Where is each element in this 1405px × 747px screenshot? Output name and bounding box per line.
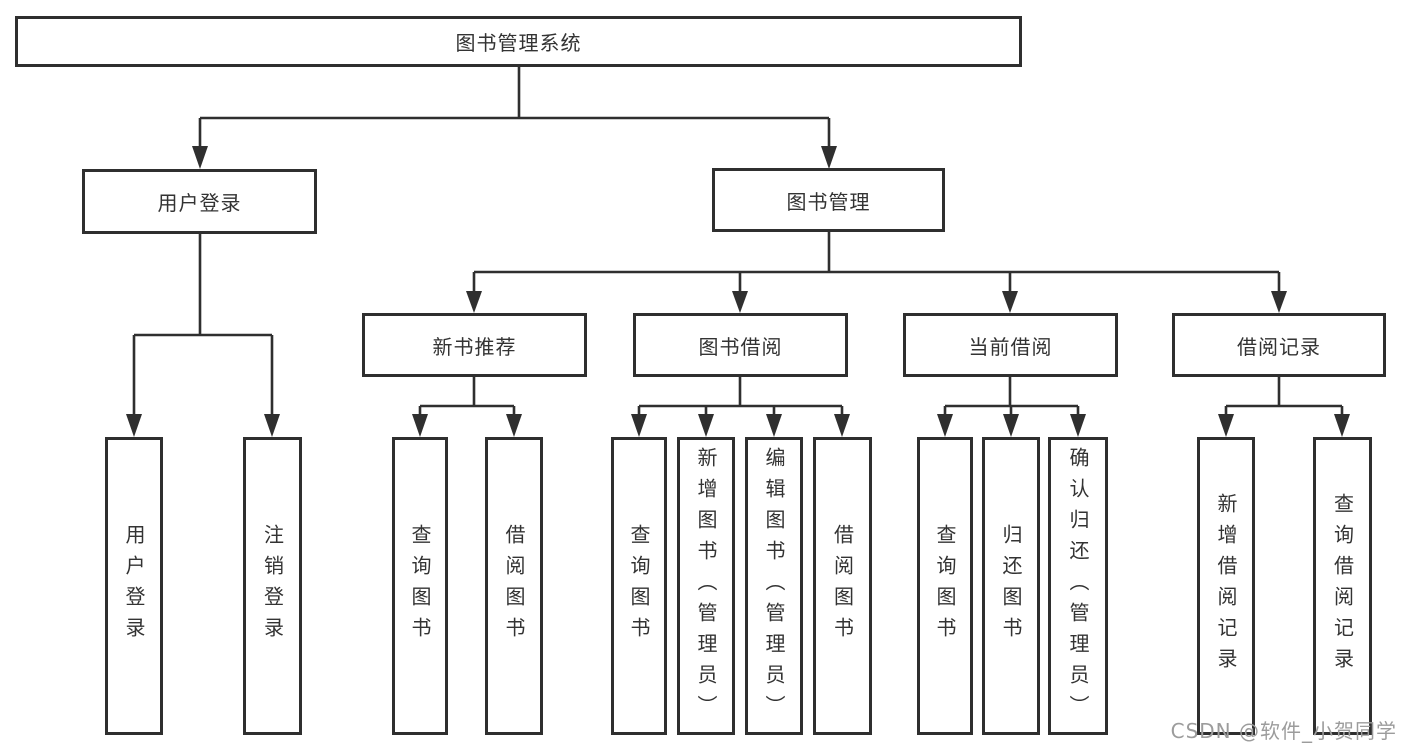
- leaf-add-books-admin: 新增图书（管理员）: [677, 437, 735, 735]
- leaf-edit-books-admin: 编辑图书（管理员）: [745, 437, 803, 735]
- leaf-confirm-return-admin-label: 确认归还（管理员）: [1066, 446, 1090, 726]
- leaf-query-books-borrowing-label: 查询图书: [627, 524, 651, 648]
- node-new-book-recommend: 新书推荐: [362, 313, 587, 377]
- leaf-borrow-books-label: 借阅图书: [830, 524, 855, 648]
- leaf-borrow-books-recommend: 借阅图书: [485, 437, 543, 735]
- node-borrowing-records-label: 借阅记录: [1237, 334, 1321, 359]
- node-book-borrowing-label: 图书借阅: [698, 334, 783, 359]
- node-current-borrowing: 当前借阅: [903, 313, 1118, 377]
- leaf-query-books-recommend: 查询图书: [392, 437, 448, 735]
- leaf-user-login-label: 用户登录: [122, 524, 146, 648]
- leaf-return-books-label: 归还图书: [999, 524, 1023, 648]
- node-book-management: 图书管理: [712, 168, 945, 232]
- leaf-add-borrow-record: 新增借阅记录: [1197, 437, 1255, 735]
- leaf-add-books-admin-label: 新增图书（管理员）: [694, 446, 718, 726]
- leaf-logout-label: 注销登录: [260, 524, 285, 648]
- leaf-borrow-books: 借阅图书: [813, 437, 872, 735]
- node-root-system: 图书管理系统: [15, 16, 1022, 67]
- node-book-management-label: 图书管理: [786, 189, 871, 214]
- leaf-confirm-return-admin: 确认归还（管理员）: [1048, 437, 1108, 735]
- node-borrowing-records: 借阅记录: [1172, 313, 1386, 377]
- node-user-login: 用户登录: [82, 169, 317, 234]
- leaf-query-books-recommend-label: 查询图书: [408, 524, 432, 648]
- leaf-query-borrow-record-label: 查询借阅记录: [1330, 493, 1355, 679]
- leaf-query-books-borrowing: 查询图书: [611, 437, 667, 735]
- leaf-user-login: 用户登录: [105, 437, 163, 735]
- leaf-logout: 注销登录: [243, 437, 302, 735]
- leaf-add-borrow-record-label: 新增借阅记录: [1214, 493, 1238, 679]
- leaf-query-books-current: 查询图书: [917, 437, 973, 735]
- leaf-borrow-books-recommend-label: 借阅图书: [502, 524, 526, 648]
- csdn-watermark: CSDN @软件_小贺同学: [1170, 719, 1397, 743]
- node-root-system-label: 图书管理系统: [455, 31, 582, 55]
- leaf-return-books: 归还图书: [982, 437, 1040, 735]
- node-new-book-recommend-label: 新书推荐: [432, 334, 517, 359]
- node-user-login-label: 用户登录: [157, 191, 242, 215]
- node-book-borrowing: 图书借阅: [633, 313, 848, 377]
- node-current-borrowing-label: 当前借阅: [968, 334, 1053, 359]
- leaf-edit-books-admin-label: 编辑图书（管理员）: [762, 446, 786, 726]
- leaf-query-books-current-label: 查询图书: [933, 524, 957, 648]
- leaf-query-borrow-record: 查询借阅记录: [1313, 437, 1372, 735]
